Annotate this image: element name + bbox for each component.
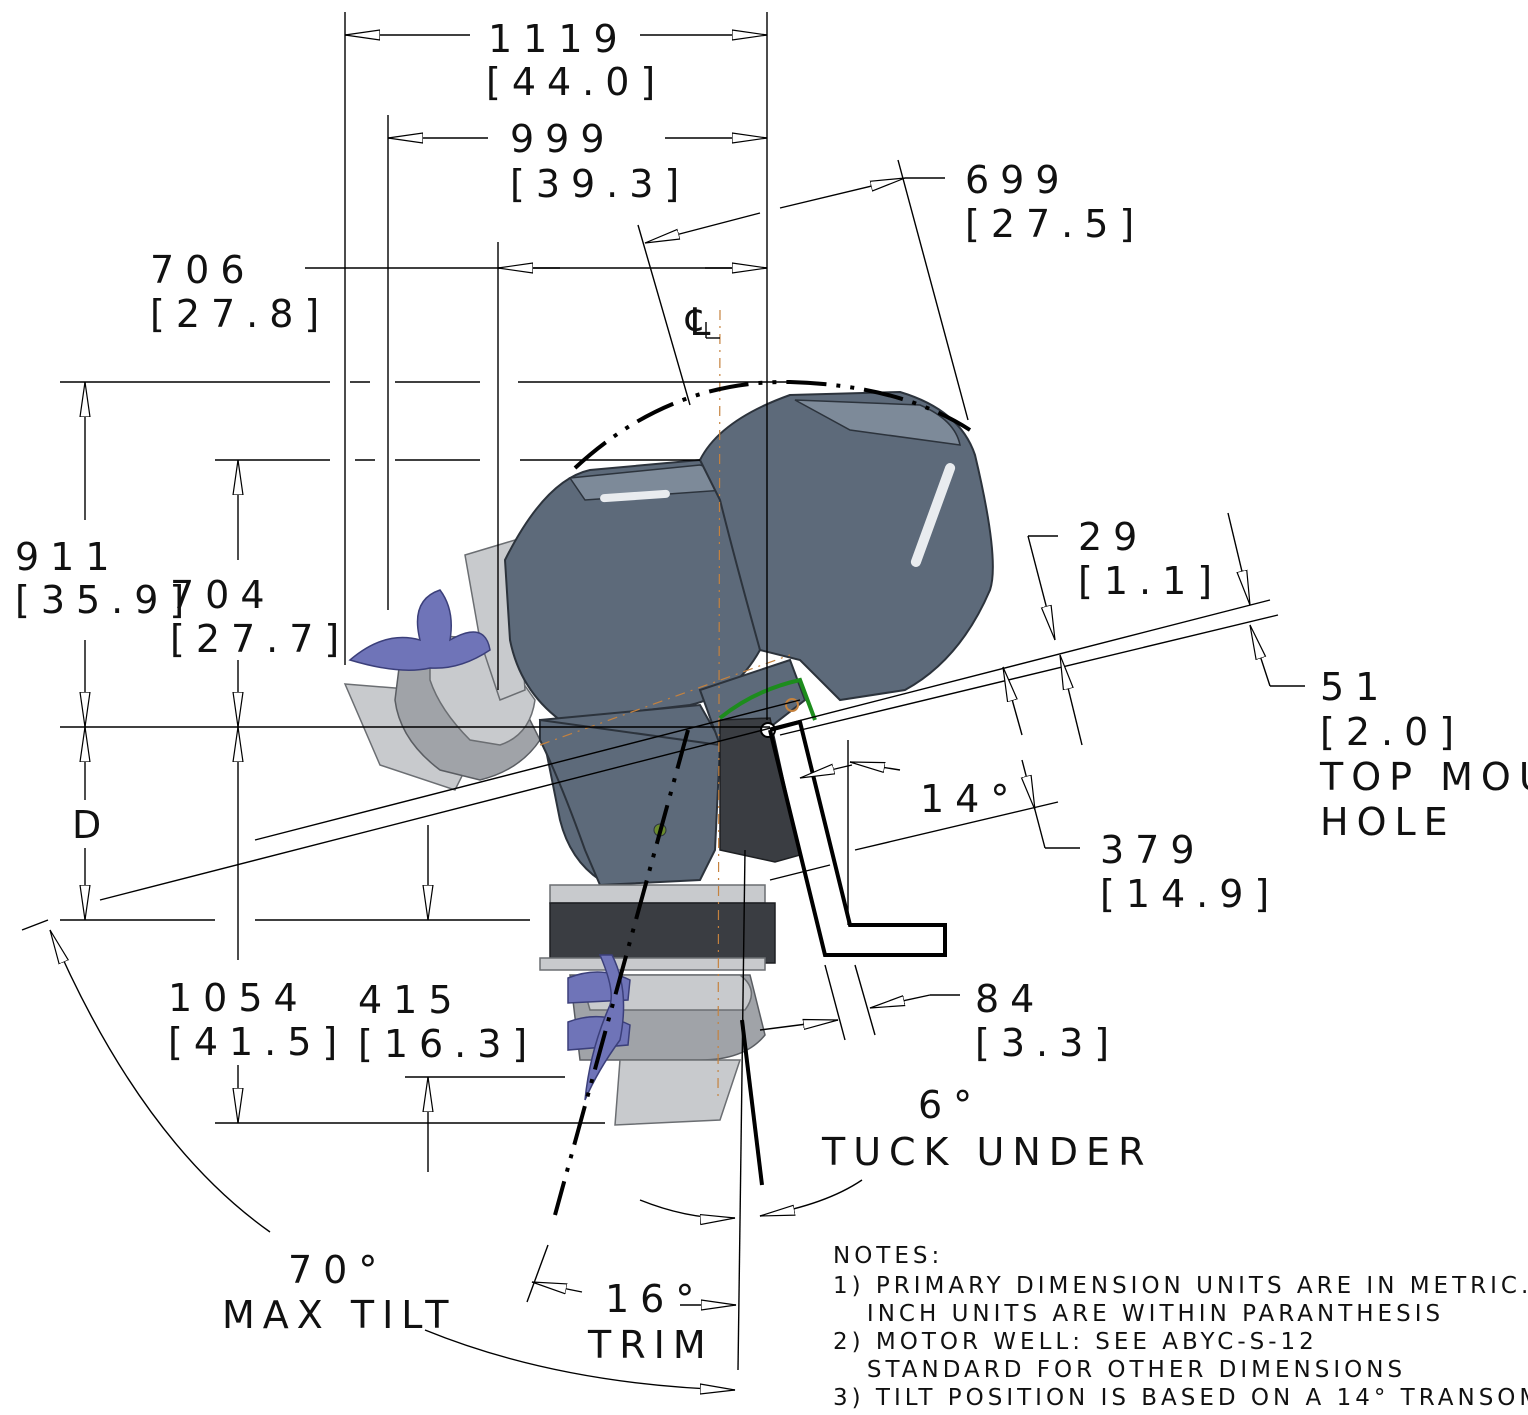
upright-cowl <box>698 390 994 747</box>
dim-999-inch: [39.3] <box>510 162 690 206</box>
tuck-under-label: TUCK UNDER <box>821 1130 1152 1174</box>
hole-label: HOLE <box>1320 800 1456 844</box>
dim-379-inch: [14.9] <box>1100 872 1280 916</box>
dim-84-metric: 84 <box>975 977 1045 1021</box>
dimension-lines <box>21 12 1305 1390</box>
note-line-2: INCH UNITS ARE WITHIN PARANTHESIS <box>833 1301 1444 1327</box>
dim-1054-metric: 1054 <box>168 976 309 1020</box>
dim-379-metric: 379 <box>1100 828 1206 872</box>
transom-profile <box>768 719 947 957</box>
tilted-lower-unit <box>343 539 541 791</box>
top-mount-label: TOP MOUNT <box>1319 755 1528 799</box>
note-line-1: 1) PRIMARY DIMENSION UNITS ARE IN METRIC… <box>833 1273 1528 1299</box>
dim-704-metric: 704 <box>170 573 276 617</box>
dim-999-metric: 999 <box>510 117 616 161</box>
trim-label: TRIM <box>587 1323 714 1367</box>
dim-1054-inch: [41.5] <box>168 1020 348 1064</box>
dim-911-metric: 911 <box>15 535 121 579</box>
dim-1119-metric: 1119 <box>488 17 629 61</box>
depth-label: D <box>72 803 112 847</box>
max-tilt-label: MAX TILT <box>222 1293 456 1337</box>
centerline-symbol: ℄ <box>685 300 721 344</box>
dim-415-metric: 415 <box>358 978 464 1022</box>
dim-699-metric: 699 <box>965 158 1071 202</box>
reference-lines <box>539 309 972 1371</box>
dim-84-inch: [3.3] <box>975 1021 1120 1065</box>
dim-29-metric: 29 <box>1078 515 1148 559</box>
dimension-labels: 1119 [44.0] 999 [39.3] 706 [27.8] 699 [2… <box>15 17 1528 1367</box>
dim-706-metric: 706 <box>150 248 256 292</box>
notes-block: NOTES: 1) PRIMARY DIMENSION UNITS ARE IN… <box>833 1243 1528 1411</box>
dim-699-inch: [27.5] <box>965 202 1145 246</box>
note-line-3: 2) MOTOR WELL: SEE ABYC-S-12 <box>833 1329 1318 1355</box>
dim-51-metric: 51 <box>1320 665 1390 709</box>
note-line-5: 3) TILT POSITION IS BASED ON A 14° TRANS… <box>833 1385 1528 1411</box>
tilt-angle-label: 70° <box>288 1248 388 1292</box>
dim-706-inch: [27.8] <box>150 292 330 336</box>
engine-illustration <box>343 390 994 1126</box>
trim-line <box>553 729 690 1216</box>
dim-415-inch: [16.3] <box>358 1022 538 1066</box>
tuck-angle-label: 6° <box>918 1083 983 1127</box>
dim-29-inch: [1.1] <box>1078 559 1223 603</box>
dim-1119-inch: [44.0] <box>486 60 666 104</box>
tuck-line <box>740 1019 764 1186</box>
note-line-4: STANDARD FOR OTHER DIMENSIONS <box>833 1357 1406 1383</box>
dim-911-inch: [35.9] <box>15 578 195 622</box>
upright-lower-unit <box>539 718 776 1126</box>
trim-angle-label: 16° <box>605 1277 705 1321</box>
dim-704-inch: [27.7] <box>170 617 350 661</box>
dim-51-inch: [2.0] <box>1320 710 1465 754</box>
transom-angle-label: 14° <box>920 777 1020 821</box>
notes-title: NOTES: <box>833 1243 943 1269</box>
